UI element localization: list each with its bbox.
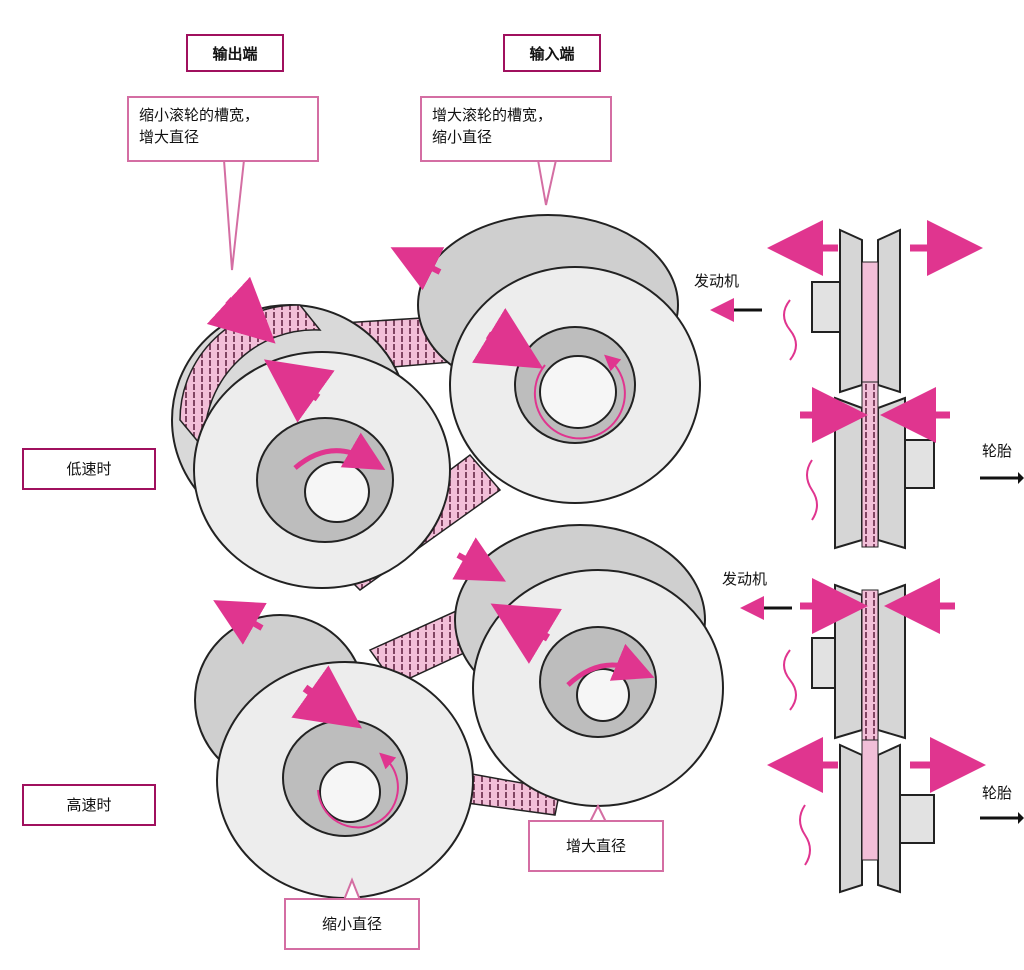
input-axle bbox=[539, 355, 617, 429]
output-rotation-arrow-high bbox=[317, 752, 399, 829]
high-speed-text: 高速时 bbox=[66, 796, 112, 814]
decrease-diameter-callout: 缩小直径 bbox=[284, 898, 420, 950]
input-side-tag: 输入端 bbox=[503, 34, 601, 72]
output-callout-line1: 缩小滚轮的槽宽， bbox=[139, 106, 260, 124]
pull-arrow-high-1 bbox=[213, 600, 267, 645]
engine-label-bottom: 发动机 bbox=[722, 570, 768, 588]
input-rotation-arrow bbox=[533, 354, 626, 440]
push-arrow-2 bbox=[263, 359, 335, 423]
increase-diameter-callout: 增大直径 bbox=[528, 820, 664, 872]
high-speed-assembly bbox=[194, 524, 724, 899]
pull-arrow-high-2 bbox=[291, 665, 363, 729]
callout-tail-decrease bbox=[343, 877, 361, 901]
output-side-text: 输出端 bbox=[212, 44, 258, 63]
input-callout: 增大滚轮的槽宽， 缩小直径 bbox=[420, 96, 612, 162]
engine-label-top: 发动机 bbox=[694, 272, 740, 290]
output-axle bbox=[304, 461, 370, 523]
push-arrow-high-2 bbox=[490, 603, 562, 664]
output-side-tag: 输出端 bbox=[186, 34, 284, 72]
decrease-diameter-text: 缩小直径 bbox=[321, 915, 382, 933]
callout-tail-input bbox=[537, 159, 557, 206]
side-view-low bbox=[710, 220, 1024, 550]
pull-arrow-2 bbox=[472, 308, 544, 369]
input-side-text: 输入端 bbox=[529, 44, 575, 63]
input-rotation-arrow-high bbox=[566, 643, 655, 687]
side-view-high bbox=[740, 578, 1024, 894]
output-callout-line2: 增大直径 bbox=[139, 128, 200, 146]
tire-label-bottom: 轮胎 bbox=[982, 784, 1013, 802]
input-callout-line2: 缩小直径 bbox=[432, 128, 493, 146]
input-axle-high bbox=[576, 668, 630, 722]
callout-tail-output bbox=[223, 159, 245, 271]
output-callout: 缩小滚轮的槽宽， 增大直径 bbox=[127, 96, 319, 162]
output-axle-high bbox=[319, 761, 381, 823]
low-speed-label: 低速时 bbox=[22, 448, 156, 490]
push-arrow-1 bbox=[206, 276, 276, 344]
increase-diameter-text: 增大直径 bbox=[565, 837, 626, 855]
low-speed-assembly bbox=[171, 214, 701, 591]
low-speed-text: 低速时 bbox=[66, 460, 112, 478]
input-callout-line1: 增大滚轮的槽宽， bbox=[432, 106, 553, 124]
callout-tail-increase bbox=[589, 803, 607, 823]
high-speed-label: 高速时 bbox=[22, 784, 156, 826]
output-rotation-arrow bbox=[293, 432, 386, 471]
tire-label-top: 轮胎 bbox=[982, 442, 1013, 460]
push-arrow-high-1 bbox=[452, 537, 506, 582]
pull-arrow-1 bbox=[390, 247, 445, 291]
